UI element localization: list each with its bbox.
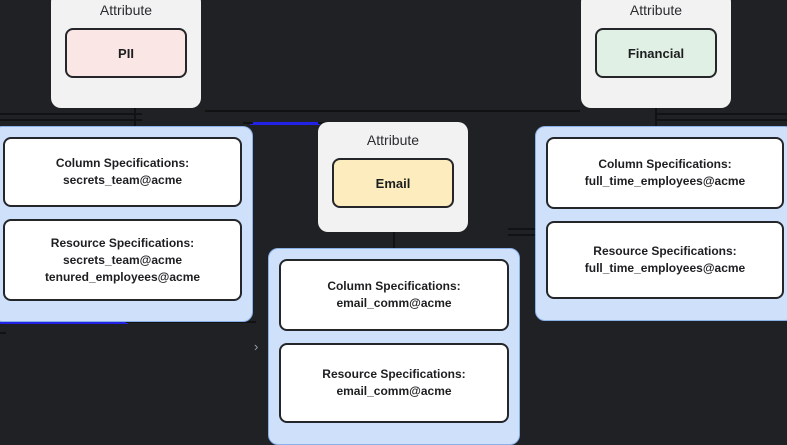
spec-group-financial[interactable]: Column Specifications: full_time_employe…	[535, 126, 787, 321]
edge-highlight-email	[250, 122, 320, 125]
spec-heading: Resource Specifications:	[50, 235, 195, 250]
edge-email-stub	[243, 122, 253, 124]
edge-pii-horizontal	[0, 113, 142, 115]
edge-top-rail-right-2	[655, 119, 787, 121]
spec-heading: Resource Specifications:	[593, 244, 737, 258]
edge-right-rail-a	[508, 228, 538, 230]
spec-value: full_time_employees@acme	[584, 174, 746, 188]
edge-left-rail-a	[0, 332, 6, 334]
attribute-card-pii[interactable]: Attribute PII	[51, 0, 201, 108]
spec-group-pii[interactable]: Column Specifications: secrets_team@acme…	[0, 126, 253, 322]
attribute-card-financial[interactable]: Attribute Financial	[581, 0, 731, 108]
attribute-badge-financial[interactable]: Financial	[595, 28, 717, 78]
chevron-right-icon[interactable]: ›	[254, 339, 259, 354]
attribute-card-email[interactable]: Attribute Email	[318, 122, 468, 232]
spec-value: secrets_team@acme	[62, 173, 183, 187]
attribute-badge-pii[interactable]: PII	[65, 28, 187, 78]
attribute-card-title: Attribute	[629, 2, 683, 18]
edge-top-rail-right	[655, 113, 787, 115]
spec-box-resource[interactable]: Resource Specifications: full_time_emplo…	[546, 221, 784, 299]
spec-box-column[interactable]: Column Specifications: secrets_team@acme	[3, 137, 242, 207]
spec-value: secrets_team@acme	[62, 252, 183, 267]
edge-pii-horizontal-2	[0, 119, 142, 121]
spec-heading: Column Specifications:	[55, 156, 190, 170]
edge-right-rail-b	[508, 234, 538, 236]
spec-box-resource[interactable]: Resource Specifications: secrets_team@ac…	[3, 219, 242, 301]
spec-group-email[interactable]: Column Specifications: email_comm@acme R…	[268, 248, 520, 445]
spec-value: email_comm@acme	[336, 384, 452, 398]
attribute-card-title: Attribute	[366, 132, 420, 148]
edge-pii-vertical	[134, 108, 136, 126]
spec-value: email_comm@acme	[336, 296, 452, 310]
edge-email-vertical	[393, 230, 395, 250]
spec-box-column[interactable]: Column Specifications: full_time_employe…	[546, 137, 784, 209]
spec-heading: Column Specifications:	[327, 279, 461, 293]
edge-highlight-pii-bottom	[0, 321, 128, 324]
edge-pii-bottom	[126, 321, 256, 323]
spec-heading: Resource Specifications:	[322, 367, 466, 381]
attribute-card-title: Attribute	[99, 2, 153, 18]
attribute-badge-email[interactable]: Email	[332, 158, 454, 208]
spec-value: full_time_employees@acme	[584, 261, 746, 275]
spec-box-column[interactable]: Column Specifications: email_comm@acme	[279, 259, 509, 331]
edge-financial-vertical	[655, 108, 657, 126]
spec-heading: Column Specifications:	[598, 157, 732, 171]
edge-top-rail-left	[205, 110, 580, 112]
spec-box-resource[interactable]: Resource Specifications: email_comm@acme	[279, 343, 509, 423]
spec-value: tenured_employees@acme	[44, 269, 201, 284]
